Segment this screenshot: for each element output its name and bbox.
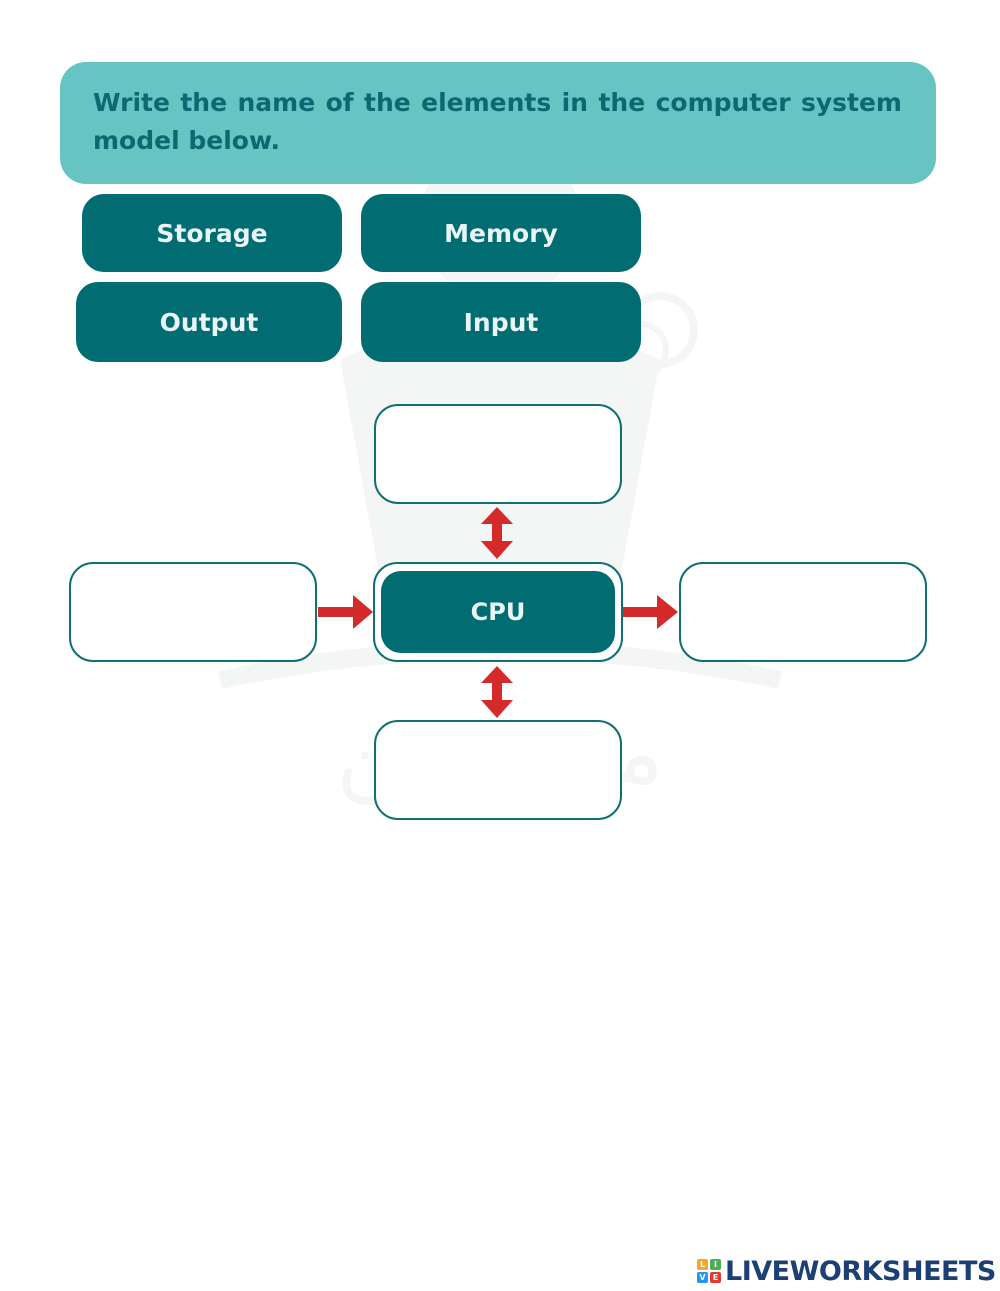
- logo-text: LIVEWORKSHEETS: [725, 1255, 996, 1287]
- logo-mark-l: L: [697, 1259, 708, 1270]
- logo-mark-icon: L I V E: [697, 1259, 721, 1283]
- cpu-label: CPU: [381, 571, 615, 653]
- drop-box-right[interactable]: [679, 562, 927, 662]
- logo-mark-v: V: [697, 1272, 708, 1283]
- instruction-text: Write the name of the elements in the co…: [93, 88, 902, 155]
- logo-mark-i: I: [710, 1259, 721, 1270]
- word-chip-memory[interactable]: Memory: [361, 194, 641, 272]
- arrow-right-input-icon: [318, 595, 373, 629]
- word-chip-input[interactable]: Input: [361, 282, 641, 362]
- logo-mark-e: E: [710, 1272, 721, 1283]
- instruction-banner: Write the name of the elements in the co…: [60, 62, 936, 184]
- word-chip-storage[interactable]: Storage: [82, 194, 342, 272]
- drop-box-left[interactable]: [69, 562, 317, 662]
- word-chip-output[interactable]: Output: [76, 282, 342, 362]
- double-arrow-bottom-icon: [481, 666, 513, 718]
- cpu-node: CPU: [373, 562, 623, 662]
- drop-box-bottom[interactable]: [374, 720, 622, 820]
- arrow-right-output-icon: [623, 595, 678, 629]
- drop-box-top[interactable]: [374, 404, 622, 504]
- double-arrow-top-icon: [481, 507, 513, 559]
- liveworksheets-logo: L I V E LIVEWORKSHEETS: [697, 1252, 996, 1290]
